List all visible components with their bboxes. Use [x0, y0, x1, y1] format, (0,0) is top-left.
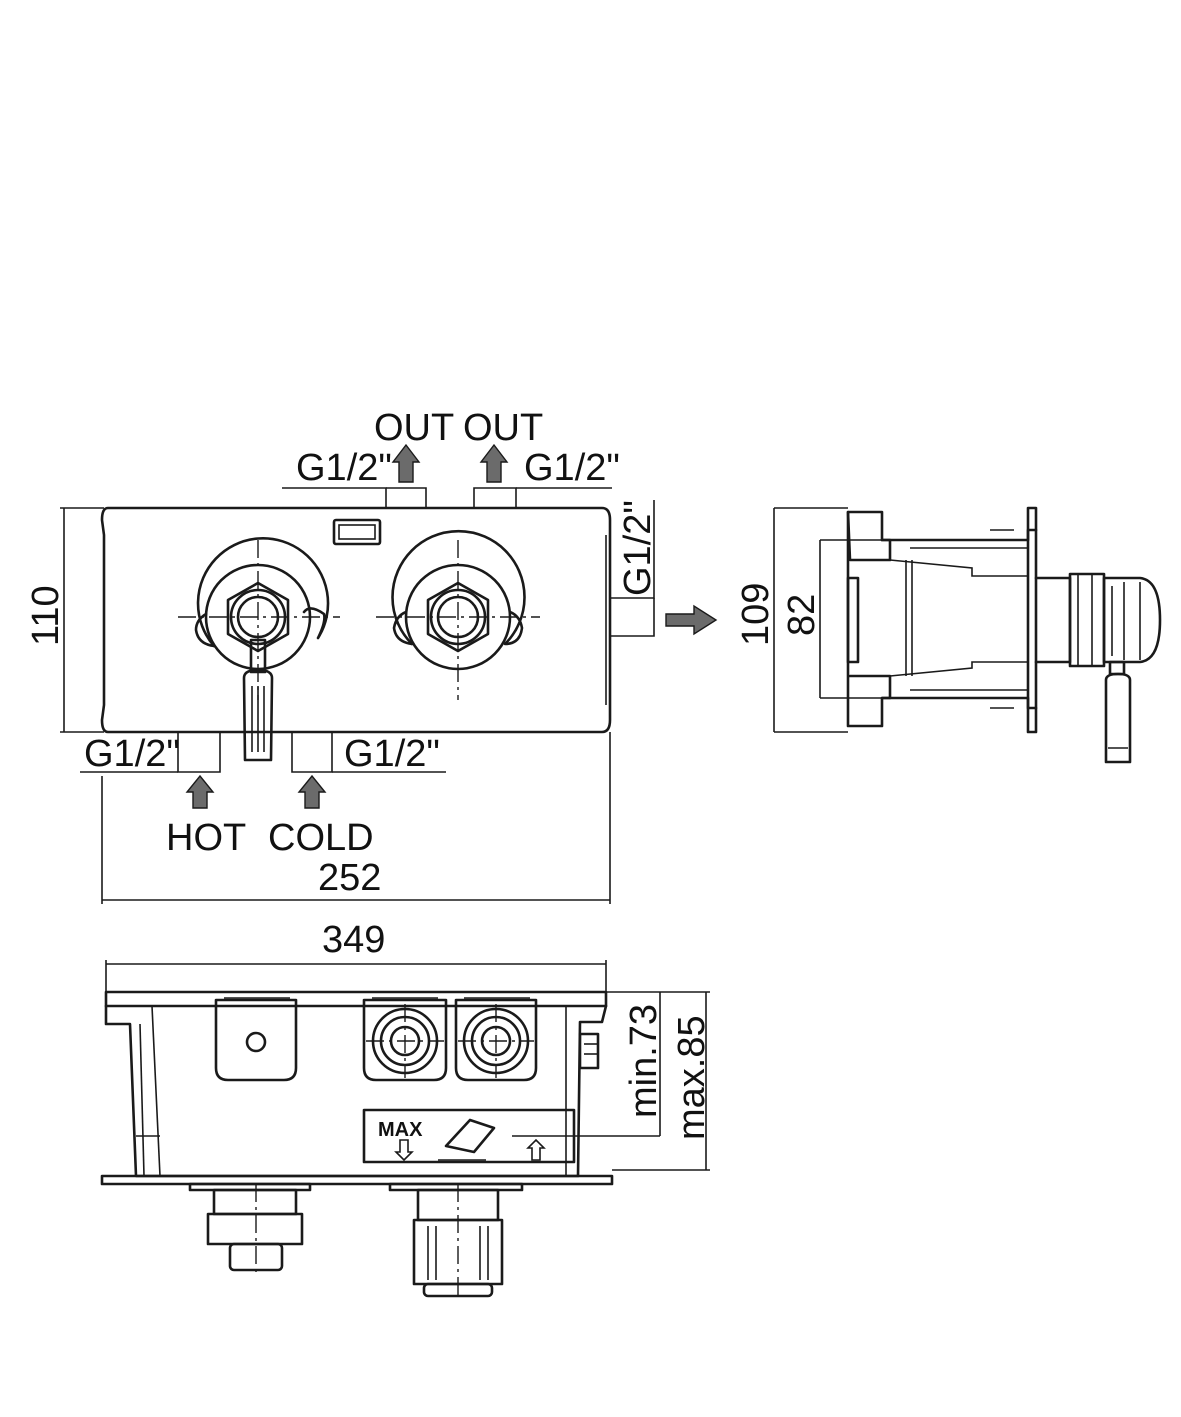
g-out-left-label: G1/2"	[296, 447, 392, 489]
dim-min73-label: min.73	[623, 1004, 665, 1118]
top-outlets	[282, 443, 612, 508]
side-view	[773, 506, 1162, 764]
hot-arrow	[185, 774, 215, 809]
left-pocket	[214, 998, 298, 1082]
max-marker-label: MAX	[378, 1119, 423, 1141]
view-direction-arrow	[665, 604, 718, 636]
g-in-left-label: G1/2"	[84, 733, 180, 775]
g-side-label: G1/2"	[617, 500, 659, 596]
dim-max85-label: max.85	[671, 1015, 713, 1140]
dim-252-label: 252	[318, 857, 381, 899]
base-plate	[100, 1174, 614, 1186]
side-plate	[1026, 506, 1038, 734]
dim-109-label: 109	[735, 583, 777, 646]
dim-82-label: 82	[781, 594, 823, 636]
g-in-right-label: G1/2"	[344, 733, 440, 775]
side-outlet	[610, 500, 718, 637]
side-handle	[1104, 672, 1132, 764]
left-handle	[242, 668, 274, 762]
right-valve	[376, 529, 540, 700]
out-left-label: OUT	[374, 407, 454, 449]
top-flange	[104, 990, 608, 1008]
out-right-label: OUT	[463, 407, 543, 449]
cold-arrow	[297, 774, 327, 809]
cold-label: COLD	[268, 817, 374, 859]
trowel-icon	[444, 1118, 496, 1154]
out-right-arrow	[479, 443, 509, 483]
dim-110-label: 110	[25, 585, 67, 646]
front-plate	[100, 506, 612, 734]
front-view	[60, 443, 718, 904]
dim-349-label: 349	[322, 919, 385, 961]
top-view	[100, 960, 710, 1300]
out-left-arrow	[391, 443, 421, 483]
top-slot	[332, 518, 382, 546]
g-out-right-label: G1/2"	[524, 447, 620, 489]
hot-label: HOT	[166, 817, 246, 859]
bottom-inlets	[80, 732, 446, 809]
left-valve	[178, 537, 340, 762]
